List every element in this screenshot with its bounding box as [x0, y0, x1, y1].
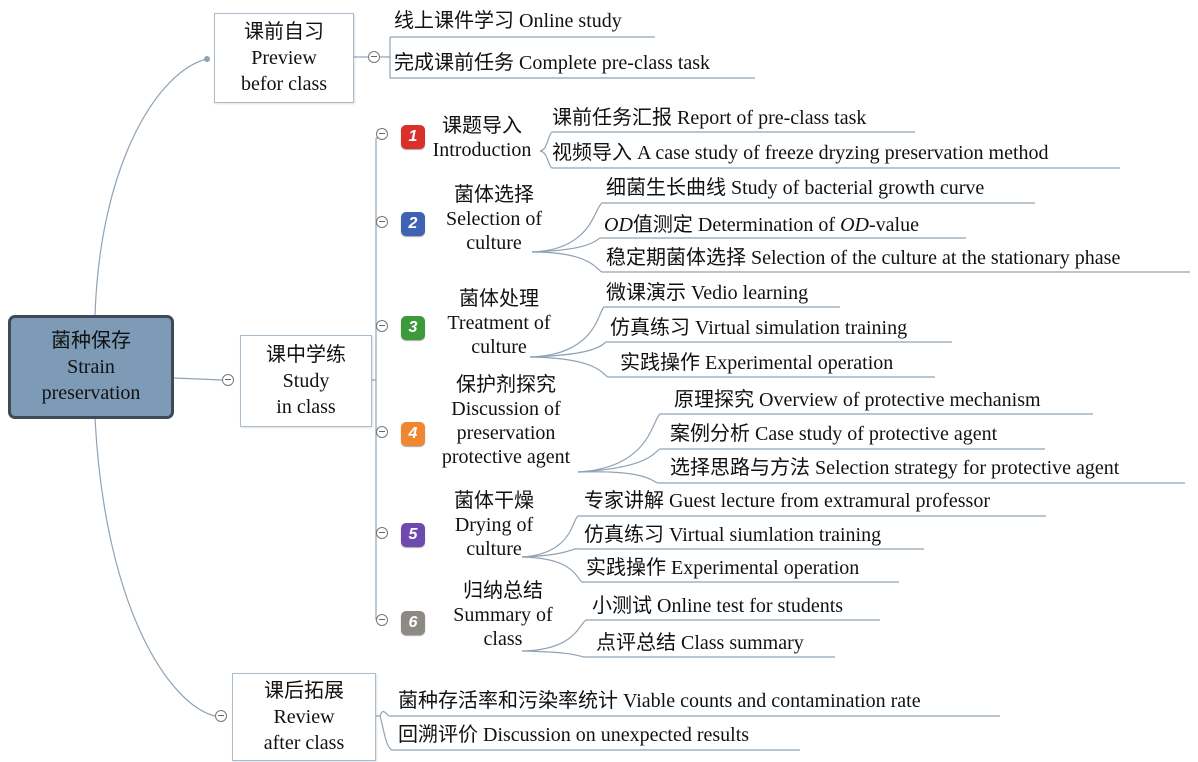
branch-review-cn: 课后拓展	[264, 680, 344, 702]
collapse-module-4-icon[interactable]	[376, 426, 388, 438]
module-3-en-1: Treatment of	[447, 312, 551, 334]
module-5-en-1: Drying of	[454, 514, 534, 536]
branch-preview-en-2: befor class	[240, 73, 328, 95]
module-2-label[interactable]: 菌体选择 Selection of culture	[428, 182, 560, 256]
collapse-module-1-icon[interactable]	[376, 128, 388, 140]
module-6-cn: 归纳总结	[463, 580, 543, 602]
leaf-module-2-2: OD值测定 Determination of OD-value	[604, 214, 919, 236]
leaf-module-5-3: 实践操作 Experimental operation	[586, 557, 860, 579]
module-5-label[interactable]: 菌体干燥 Drying of culture	[432, 488, 556, 562]
module-5-en-2: culture	[466, 538, 522, 560]
module-6-label[interactable]: 归纳总结 Summary of class	[438, 578, 568, 652]
module-1-cn: 课题导入	[442, 115, 522, 137]
module-1-number-badge: 1	[401, 125, 425, 149]
module-2-number-badge: 2	[401, 212, 425, 236]
module-5-cn: 菌体干燥	[454, 490, 534, 512]
leaf-module-4-2: 案例分析 Case study of protective agent	[670, 423, 998, 445]
leaf-module-5-2: 仿真练习 Virtual siumlation training	[584, 524, 882, 546]
branch-review[interactable]: 课后拓展 Review after class	[232, 673, 376, 761]
branch-study[interactable]: 课中学练 Study in class	[240, 335, 372, 427]
module-4-number-badge: 4	[401, 422, 425, 446]
module-2-cn: 菌体选择	[454, 184, 534, 206]
leaf-preview-2: 完成课前任务 Complete pre-class task	[394, 52, 711, 74]
module-6-en-2: class	[483, 628, 523, 650]
module-2-en-1: Selection of	[445, 208, 543, 230]
module-4-en-1: Discussion of	[451, 398, 561, 420]
module-5-number-badge: 5	[401, 523, 425, 547]
collapse-root-study-icon[interactable]	[222, 374, 234, 386]
leaf-module-2-1: 细菌生长曲线 Study of bacterial growth curve	[606, 177, 985, 199]
collapse-root-review-icon[interactable]	[215, 710, 227, 722]
branch-preview-cn: 课前自习	[244, 21, 324, 43]
leaf-module-4-1: 原理探究 Overview of protective mechanism	[674, 389, 1041, 411]
module-3-en-2: culture	[471, 336, 527, 358]
root-label-en-1: Strain	[67, 356, 115, 378]
branch-study-en-1: Study	[282, 370, 330, 392]
module-6-number-badge: 6	[401, 611, 425, 635]
collapse-module-2-icon[interactable]	[376, 216, 388, 228]
leaf-module-5-1: 专家讲解 Guest lecture from extramural profe…	[584, 490, 990, 512]
leaf-module-1-2: 视频导入 A case study of freeze dryzing pres…	[552, 142, 1049, 164]
branch-preview[interactable]: 课前自习 Preview befor class	[214, 13, 354, 103]
module-4-label[interactable]: 保护剂探究 Discussion of preservation protect…	[428, 372, 584, 470]
branch-study-en-2: in class	[276, 396, 336, 418]
branch-review-en-1: Review	[273, 706, 335, 728]
leaf-module-3-2: 仿真练习 Virtual simulation training	[610, 317, 908, 339]
leaf-module-1-1: 课前任务汇报 Report of pre-class task	[552, 107, 867, 129]
leaf-module-6-1: 小测试 Online test for students	[592, 595, 844, 617]
module-4-cn: 保护剂探究	[456, 374, 556, 396]
od-abbrev-2: OD	[840, 214, 869, 236]
root-node[interactable]: 菌种保存 Strain preservation	[8, 315, 174, 419]
module-4-en-3: protective agent	[441, 446, 571, 468]
collapse-module-5-icon[interactable]	[376, 527, 388, 539]
branch-study-cn: 课中学练	[266, 344, 346, 366]
leaf-module-2-3: 稳定期菌体选择 Selection of the culture at the …	[606, 247, 1121, 269]
module-1-en: Introduction	[432, 139, 532, 161]
branch-preview-en-1: Preview	[251, 47, 317, 69]
leaf-review-2: 回溯评价 Discussion on unexpected results	[398, 724, 750, 746]
leaf-module-6-2: 点评总结 Class summary	[596, 632, 804, 654]
collapse-preview-icon[interactable]	[368, 51, 380, 63]
module-6-en-1: Summary of	[453, 604, 553, 626]
module-3-label[interactable]: 菌体处理 Treatment of culture	[432, 286, 566, 360]
root-label-cn: 菌种保存	[51, 330, 131, 352]
leaf-module-3-1: 微课演示 Vedio learning	[606, 282, 809, 304]
leaf-review-1: 菌种存活率和污染率统计 Viable counts and contaminat…	[398, 690, 921, 712]
od-abbrev: OD	[604, 214, 633, 236]
leaf-preview-1: 线上课件学习 Online study	[394, 10, 622, 32]
collapse-module-3-icon[interactable]	[376, 320, 388, 332]
leaf-module-3-3: 实践操作 Experimental operation	[620, 352, 894, 374]
branch-review-en-2: after class	[263, 732, 345, 754]
collapse-module-6-icon[interactable]	[376, 614, 388, 626]
module-3-cn: 菌体处理	[459, 288, 539, 310]
module-3-number-badge: 3	[401, 316, 425, 340]
module-1-label[interactable]: 课题导入 Introduction	[424, 113, 540, 163]
root-label-en-2: preservation	[41, 382, 141, 404]
leaf-module-4-3: 选择思路与方法 Selection strategy for protectiv…	[670, 457, 1120, 479]
module-2-en-2: culture	[466, 232, 522, 254]
module-4-en-2: preservation	[456, 422, 556, 444]
